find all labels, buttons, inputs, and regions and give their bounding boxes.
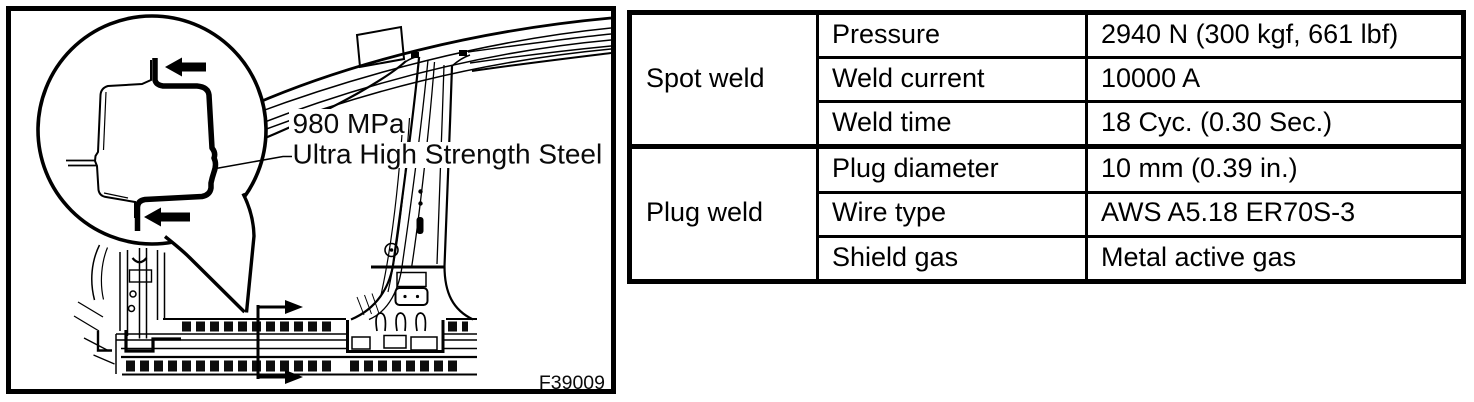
weld-spec-table: Spot weld Pressure 2940 N (300 kgf, 661 … xyxy=(627,10,1466,284)
table-row: Spot weld Pressure 2940 N (300 kgf, 661 … xyxy=(628,10,1465,149)
upper-weld-arrow-icon xyxy=(165,57,206,77)
label-cell: Shield gas xyxy=(816,234,1088,284)
material-label-line2: Ultra High Strength Steel xyxy=(293,139,603,170)
pillar-cross-section xyxy=(66,57,219,231)
figure-code: F39009 xyxy=(539,372,605,394)
table-row: Weld current 10000 A xyxy=(630,56,1465,104)
material-label-line1: 980 MPa xyxy=(293,108,405,139)
value-cell: AWS A5.18 ER70S-3 xyxy=(1085,190,1465,238)
lower-weld-arrow-icon xyxy=(144,207,190,227)
table-row: Plug weld Plug diameter 10 mm (0.39 in.) xyxy=(628,144,1465,283)
label-cell: Weld time xyxy=(816,100,1088,149)
label-cell: Plug diameter xyxy=(816,144,1088,194)
table-row: Wire type AWS A5.18 ER70S-3 xyxy=(630,190,1465,238)
value-cell: 10 mm (0.39 in.) xyxy=(1085,144,1465,194)
value-cell: 10000 A xyxy=(1085,56,1465,104)
table-row: Weld time 18 Cyc. (0.30 Sec.) xyxy=(630,100,1465,149)
group-cell-spot-weld: Spot weld xyxy=(628,10,819,149)
callout-annotation: 980 MPa Ultra High Strength Steel xyxy=(212,108,609,170)
label-cell: Wire type xyxy=(816,190,1088,238)
label-cell: Pressure xyxy=(816,10,1088,60)
value-cell: 18 Cyc. (0.30 Sec.) xyxy=(1085,100,1465,149)
car-body-line-art xyxy=(73,16,611,376)
table-row: Shield gas Metal active gas xyxy=(630,234,1465,284)
group-cell-plug-weld: Plug weld xyxy=(628,144,819,283)
value-cell: 2940 N (300 kgf, 661 lbf) xyxy=(1085,10,1465,60)
label-cell: Weld current xyxy=(816,56,1088,104)
weld-range-arrow xyxy=(256,300,303,384)
value-cell: Metal active gas xyxy=(1085,234,1465,284)
